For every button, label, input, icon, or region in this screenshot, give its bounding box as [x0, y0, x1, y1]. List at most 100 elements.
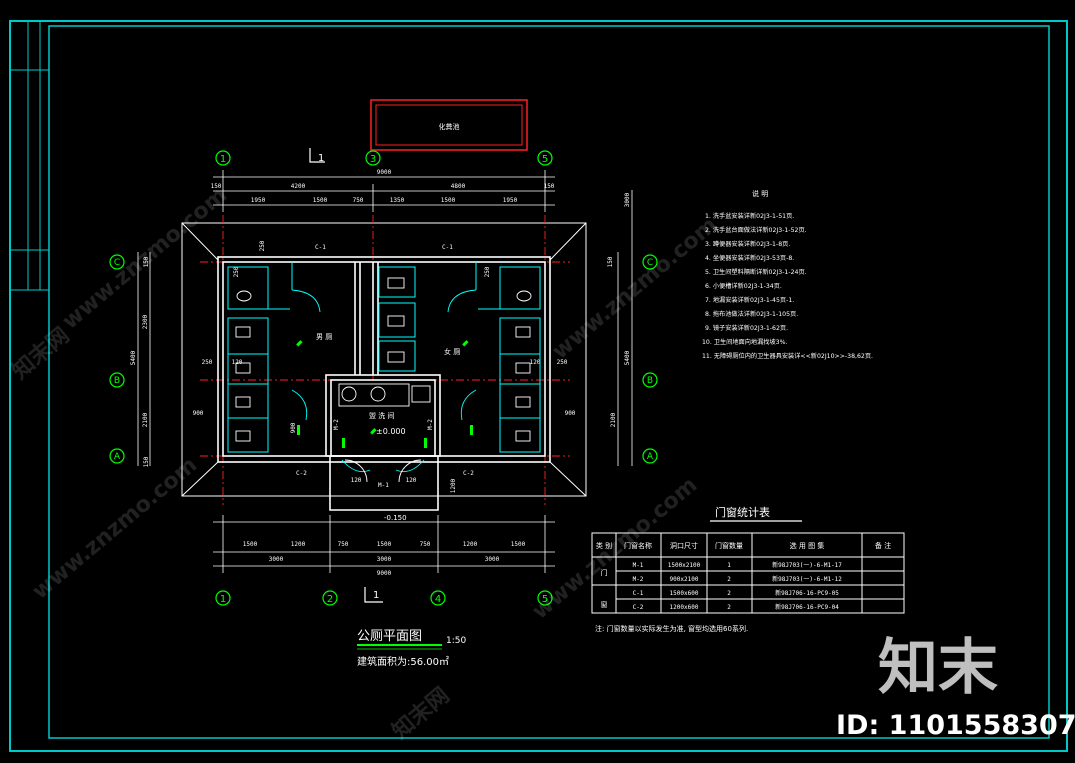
svg-text:1: 1 [318, 153, 324, 164]
axis-label-left: C [114, 258, 120, 268]
axis-label-right: A [647, 452, 654, 462]
schedule-cell: 900x2100 [670, 576, 699, 583]
septic-label: 化粪池 [439, 122, 460, 131]
schedule-cell: 新98J703(一)-6-M1-17 [772, 561, 842, 569]
drawing-title: 公厕平面图 1:50 建筑面积为:56.00㎡ [357, 629, 466, 668]
svg-text:1200: 1200 [463, 541, 478, 548]
schedule-header: 类 别 [596, 541, 612, 550]
axis-bottom [215, 590, 553, 606]
svg-text:150: 150 [544, 183, 555, 190]
svg-text:750: 750 [420, 541, 431, 548]
schedule-cell: 新98J703(一)-6-M1-12 [772, 575, 842, 583]
stalls-left [227, 262, 293, 453]
area-note: 建筑面积为:56.00㎡ [357, 655, 449, 668]
title-strip [10, 21, 49, 291]
svg-text:2300: 2300 [142, 314, 149, 329]
dimension-lines [137, 170, 633, 573]
watermark-text: www.znzmo.com [28, 453, 202, 605]
schedule-cell: 新98J706-16-PC9-05 [775, 589, 839, 597]
dim-total-bottom: 9000 [377, 570, 392, 577]
schedule-cell: 1500x2100 [668, 562, 701, 569]
watermark-text: 知末网 [387, 682, 454, 744]
note-item: 5. 卫生间塑料隔断详新02J3-1-24页. [705, 268, 807, 276]
svg-text:1350: 1350 [390, 197, 405, 204]
door-label: M-2 [427, 419, 434, 430]
svg-text:150: 150 [143, 456, 150, 467]
note-item: 6. 小便槽详新02J3-1-34页. [705, 282, 782, 290]
door-label: M-1 [378, 482, 389, 489]
svg-text:120: 120 [530, 359, 541, 366]
floor-elevation: ±0.000 [376, 427, 406, 436]
note-item: 8. 拖布池做法详新02J3-1-105页. [705, 310, 798, 318]
svg-text:1: 1 [373, 590, 379, 601]
svg-text:150: 150 [211, 183, 222, 190]
window-label: C-1 [442, 244, 453, 251]
outer-frame [9, 20, 1068, 752]
svg-text:1500: 1500 [313, 197, 328, 204]
schedule-cell: 新98J706-16-PC9-04 [775, 603, 839, 611]
svg-text:750: 750 [353, 197, 364, 204]
septic-tank: 化粪池 [370, 99, 528, 151]
svg-text:5400: 5400 [130, 350, 137, 365]
axis-label-top: 1 [220, 154, 226, 165]
inner-frame [48, 25, 1050, 739]
schedule-cell: 1 [727, 562, 731, 569]
axis-label-top: 3 [370, 154, 376, 165]
axis-bubble-5-top [537, 150, 553, 166]
svg-text:900: 900 [565, 410, 576, 417]
door-label: M-2 [333, 419, 340, 430]
svg-text:2100: 2100 [610, 412, 617, 427]
svg-text:5400: 5400 [624, 350, 631, 365]
note-item: 1. 洗手盆安装详新02J3-1-51页. [705, 212, 794, 220]
section-mark-top: 1 [309, 148, 325, 164]
schedule-header: 门窗名称 [624, 541, 652, 550]
axis-top [215, 150, 553, 166]
axis-label-left: A [114, 452, 121, 462]
svg-text:1500: 1500 [441, 197, 456, 204]
watermark-text: 知末网 [7, 322, 74, 384]
roof-outline [181, 222, 587, 497]
schedule-cell: 2 [727, 590, 731, 597]
drawing-scale: 1:50 [446, 636, 466, 646]
schedule-header: 选 用 图 集 [790, 541, 825, 550]
room-label-women: 女 厕 [444, 347, 460, 356]
door-swings [291, 289, 477, 473]
window-label: C-2 [296, 470, 307, 477]
note-item: 3. 蹲便器安装详新02J3-1-8页. [705, 240, 790, 248]
axis-label-right: B [647, 376, 653, 386]
drawing-title-text: 公厕平面图 [357, 629, 422, 644]
svg-text:4200: 4200 [291, 183, 306, 190]
schedule-cell: 2 [727, 576, 731, 583]
schedule-header: 洞口尺寸 [670, 541, 698, 550]
section-mark-bottom: 1 [364, 587, 383, 603]
svg-text:3000: 3000 [485, 556, 500, 563]
schedule-cell: 2 [727, 604, 731, 611]
watermark-logo: 知末 [878, 633, 998, 703]
design-notes: 说 明 1. 洗手盆安装详新02J3-1-51页. 2. 洗手盆台面做法详新02… [702, 189, 873, 360]
schedule-group-window: 窗 [601, 600, 608, 609]
svg-text:1500: 1500 [377, 541, 392, 548]
walls [217, 256, 551, 511]
stalls-middle [378, 266, 416, 372]
schedule-cell: C-1 [633, 590, 644, 597]
svg-text:3000: 3000 [377, 556, 392, 563]
svg-text:120: 120 [351, 477, 362, 484]
svg-text:250: 250 [484, 266, 491, 277]
axis-label-top: 5 [542, 154, 548, 165]
schedule-cell: M-2 [633, 576, 644, 583]
axis-label-bottom: 5 [542, 594, 548, 605]
svg-text:250: 250 [202, 359, 213, 366]
watermark-id: ID: 1101558307 [836, 710, 1075, 741]
axis-label-bottom: 1 [220, 594, 226, 605]
svg-text:150: 150 [607, 256, 614, 267]
svg-text:120: 120 [232, 359, 243, 366]
schedule-header: 门窗数量 [715, 541, 743, 550]
axis-label-right: C [647, 258, 653, 268]
schedule-cell: 1500x600 [670, 590, 699, 597]
door-swing-arcs [344, 459, 422, 483]
svg-text:2100: 2100 [142, 412, 149, 427]
door-window-schedule: 门窗统计表 类 别 门窗名称 洞口尺寸 门窗数量 选 用 图 集 备 注 门 窗… [591, 505, 905, 633]
axis-bubble-3-top [365, 150, 381, 166]
room-label-washroom: 盥 洗 间 [369, 411, 394, 420]
